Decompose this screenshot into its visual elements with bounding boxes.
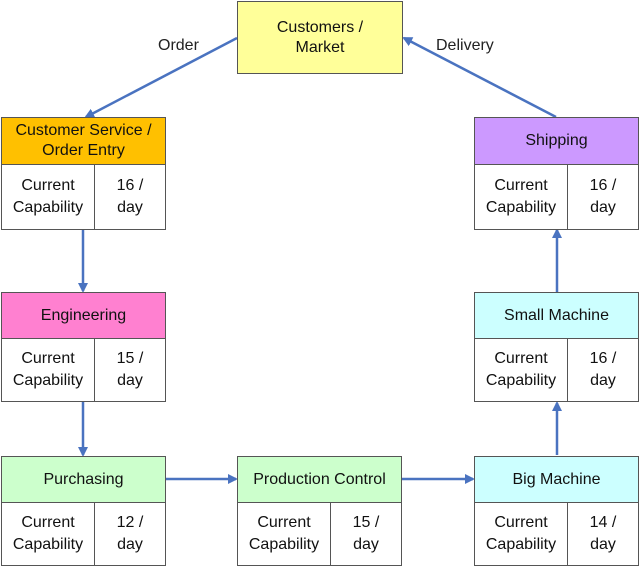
arrow-order [84,36,238,119]
rate-line2: day [117,199,143,216]
engineering-capability: Current Capability 15 / day [1,338,166,402]
small-machine-capability: Current Capability 16 / day [474,338,639,402]
capability-rate: 14 / day [568,503,638,565]
rate-line2: day [590,536,616,553]
capability-rate: 15 / day [331,503,401,565]
capability-label: Current Capability [2,503,95,565]
customer-service-title-line2: Order Entry [42,142,125,159]
big-machine-capability: Current Capability 14 / day [474,502,639,566]
shipping-header: Shipping [474,117,639,165]
capability-label-line2: Capability [12,536,84,553]
capability-label: Current Capability [475,339,568,401]
shipping-title: Shipping [525,132,588,149]
capability-label: Current Capability [2,165,95,229]
rate-line1: 16 / [116,177,144,194]
small-machine-title: Small Machine [504,306,609,324]
capability-rate: 16 / day [568,339,638,401]
capability-label: Current Capability [475,165,568,229]
purchasing-capability: Current Capability 12 / day [1,502,166,566]
capability-label-line1: Current [494,514,548,531]
capability-label-line1: Current [257,514,311,531]
engineering-header: Engineering [1,292,166,339]
capability-label: Current Capability [238,503,331,565]
capability-label-line1: Current [21,177,75,194]
arrow-delivery [402,36,557,119]
rate-line1: 16 / [589,177,617,194]
capability-rate: 12 / day [95,503,165,565]
capability-label-line2: Capability [12,199,84,216]
rate-line2: day [590,199,616,216]
rate-line2: day [353,536,379,553]
rate-line2: day [117,372,143,389]
engineering-title: Engineering [40,306,127,324]
capability-label-line1: Current [494,350,548,367]
capability-rate: 16 / day [568,165,638,229]
capability-label: Current Capability [475,503,568,565]
rate-line1: 14 / [589,514,617,531]
production-control-header: Production Control [237,456,402,503]
production-control-capability: Current Capability 15 / day [237,502,402,566]
capability-label-line2: Capability [12,372,84,389]
capability-label-line1: Current [494,177,548,194]
big-machine-title: Big Machine [512,470,601,488]
customer-service-capability: Current Capability 16 / day [1,164,166,230]
big-machine-header: Big Machine [474,456,639,503]
capability-label-line2: Capability [485,536,557,553]
capability-label-line2: Capability [485,199,557,216]
capability-label: Current Capability [2,339,95,401]
customers-market-line2: Market [295,38,345,56]
rate-line1: 15 / [352,514,380,531]
capability-rate: 15 / day [95,339,165,401]
delivery-label: Delivery [436,37,494,54]
production-control-title: Production Control [253,470,386,488]
customers-market-line1: Customers / [276,18,364,36]
customers-market-node: Customers / Market [237,1,403,74]
rate-line1: 16 / [589,350,617,367]
customer-service-header: Customer Service / Order Entry [1,117,166,165]
order-label: Order [158,37,199,54]
capability-label-line1: Current [21,514,75,531]
capability-rate: 16 / day [95,165,165,229]
capability-label-line2: Capability [248,536,320,553]
capability-label-line2: Capability [485,372,557,389]
customer-service-title-line1: Customer Service / [15,122,152,139]
small-machine-header: Small Machine [474,292,639,339]
rate-line2: day [117,536,143,553]
purchasing-title: Purchasing [43,470,124,488]
shipping-capability: Current Capability 16 / day [474,164,639,230]
capability-label-line1: Current [21,350,75,367]
rate-line2: day [590,372,616,389]
rate-line1: 15 / [116,350,144,367]
rate-line1: 12 / [116,514,144,531]
purchasing-header: Purchasing [1,456,166,503]
